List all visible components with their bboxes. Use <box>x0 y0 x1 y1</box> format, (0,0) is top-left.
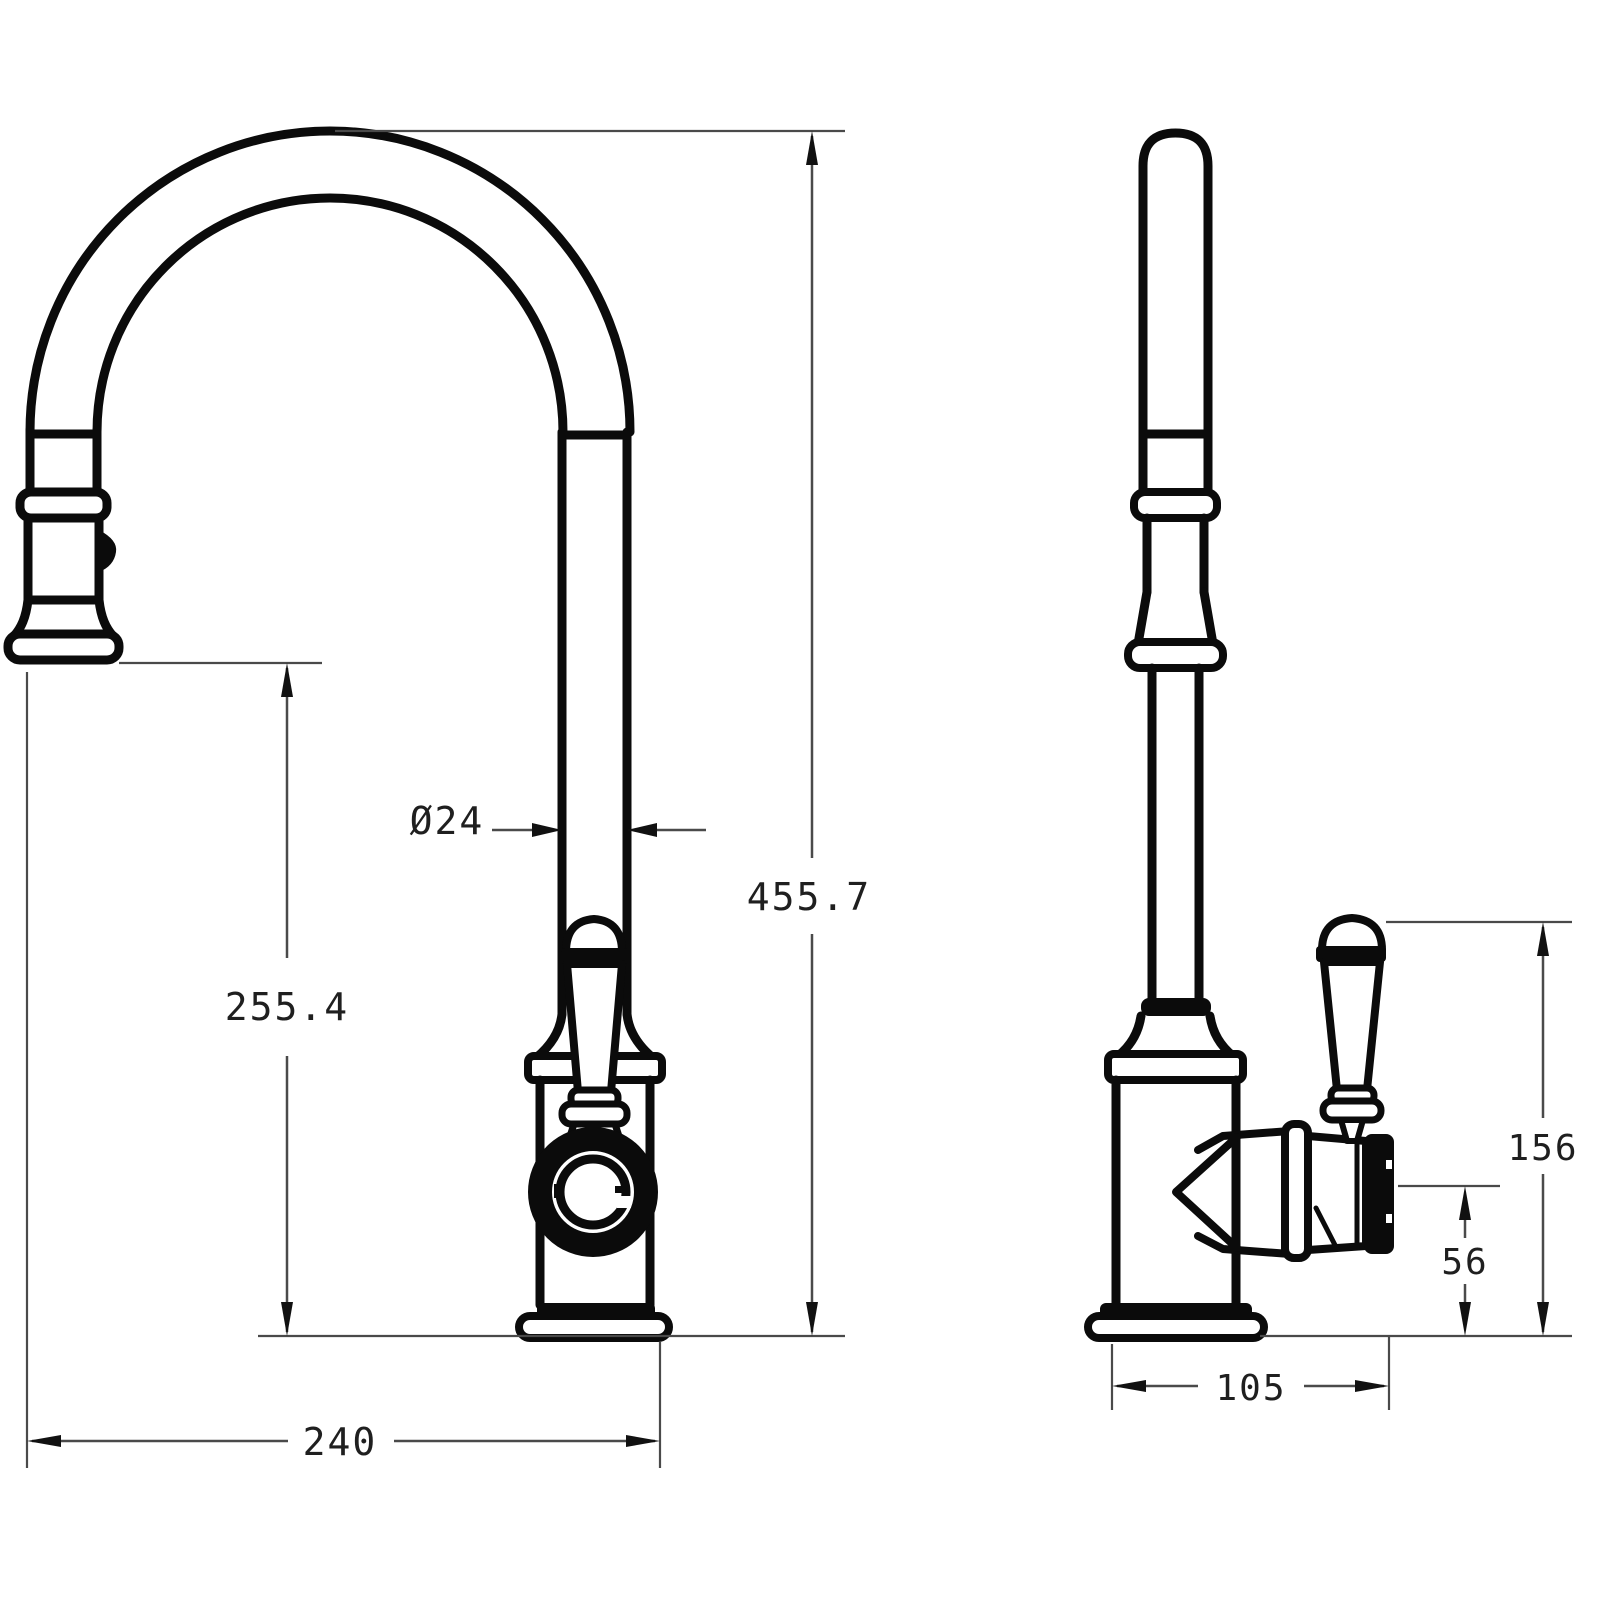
body-top-flange-side <box>1104 1050 1247 1084</box>
spout-outer-arc <box>25 126 635 437</box>
handle-height-label: 156 <box>1507 1128 1578 1169</box>
base-rim-side <box>1084 1312 1268 1342</box>
valve-end-cap <box>1364 1134 1394 1254</box>
riser-tube-side <box>1138 128 1213 497</box>
spout-reach-label: 240 <box>303 1420 378 1464</box>
dimension-overall-height: 455.7 <box>258 129 871 1338</box>
body-cylinder-side <box>1111 1075 1241 1310</box>
spray-outlet-rim <box>3 629 124 665</box>
spout-inner-arc <box>92 193 568 437</box>
collar-lower-side <box>1124 638 1227 672</box>
valve-cap-notch2 <box>1386 1214 1392 1223</box>
dimension-spout-diameter: Ø24 <box>410 799 706 843</box>
handle-dome-front <box>562 915 626 956</box>
tube-mid-side <box>1142 513 1209 597</box>
handle-neck-side <box>1338 1117 1366 1144</box>
handle-dome-side <box>1318 914 1386 954</box>
ring-gap-right <box>617 1196 631 1208</box>
dimension-base-depth: 105 <box>1110 1336 1391 1410</box>
ring-notch-right <box>615 1186 623 1193</box>
spout-diameter-label: Ø24 <box>410 799 485 843</box>
tube-narrow-side <box>1147 663 1204 1005</box>
outlet-chevron <box>1172 1133 1241 1252</box>
dark-ring-side <box>1141 998 1211 1016</box>
valve-cap-notch1 <box>1386 1160 1392 1169</box>
spray-head-collar <box>15 487 112 523</box>
spray-head-body <box>23 513 104 605</box>
riser-tube <box>557 427 632 1019</box>
valve-height-label: 56 <box>1441 1242 1488 1283</box>
dimension-handle-height: 156 <box>1260 920 1578 1338</box>
overall-height-label: 455.7 <box>747 875 871 919</box>
tube-flare-side <box>1133 587 1218 649</box>
dimension-valve-height: 56 <box>1398 1184 1500 1336</box>
spray-head-neck <box>25 425 102 497</box>
base-rim-front <box>515 1312 673 1342</box>
collar-upper-side <box>1130 488 1221 522</box>
valve-cartridge-line <box>1313 1137 1360 1250</box>
outlet-horn <box>1194 1127 1294 1258</box>
dimension-spout-clearance: 255.4 <box>119 661 349 1336</box>
handle-grip-front <box>563 960 626 1096</box>
dimension-spout-reach: 240 <box>25 672 662 1468</box>
handle-grip-side <box>1320 958 1384 1094</box>
spray-button <box>99 530 117 572</box>
base-depth-label: 105 <box>1215 1368 1286 1409</box>
side-view-drawing <box>1084 128 1394 1342</box>
spout-clearance-label: 255.4 <box>225 985 349 1029</box>
front-view-drawing <box>3 126 673 1342</box>
ring-notch-left <box>554 1184 563 1198</box>
handle-ring2-front <box>558 1100 631 1128</box>
